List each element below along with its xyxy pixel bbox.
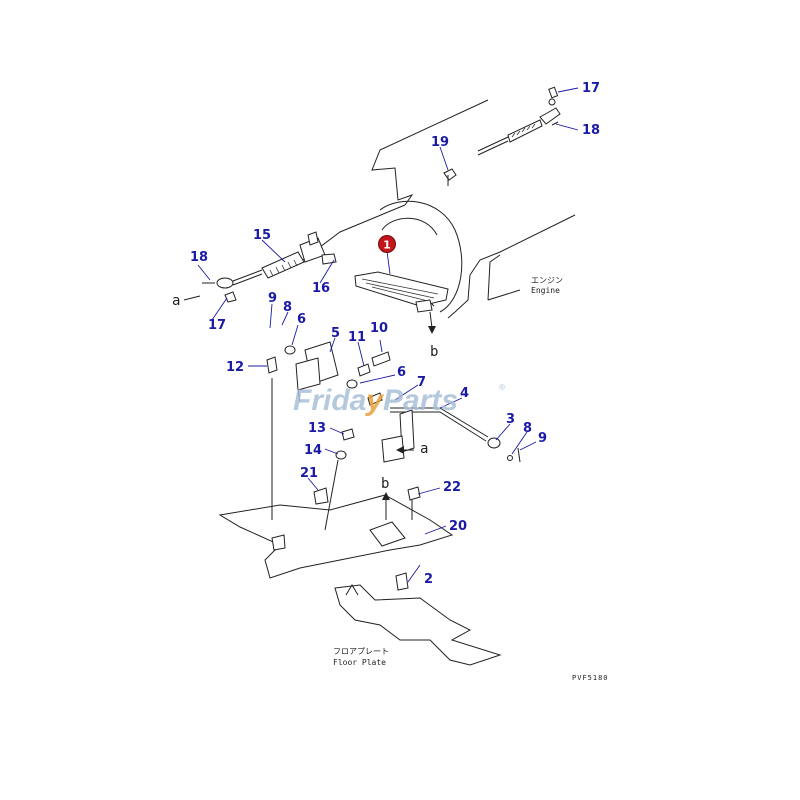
callout-7[interactable]: 7 <box>417 375 426 390</box>
reference-letters: a b a b <box>172 293 438 492</box>
highlighted-part-badge[interactable]: 1 <box>378 235 396 253</box>
rod-and-bracket <box>367 392 521 463</box>
callout-13[interactable]: 13 <box>308 421 326 436</box>
svg-text:1: 1 <box>383 239 391 252</box>
callout-2[interactable]: 2 <box>424 572 433 587</box>
svg-text:®: ® <box>498 383 506 392</box>
drawing-code: PVF5180 <box>572 674 609 682</box>
ref-letter-b: b <box>381 476 389 492</box>
callout-4[interactable]: 4 <box>460 386 469 401</box>
callout-10[interactable]: 10 <box>370 321 388 336</box>
callout-numbers: 2 3 4 5 6 6 7 8 8 9 9 10 11 12 13 14 15 … <box>190 81 600 587</box>
callout-17[interactable]: 17 <box>208 318 226 333</box>
callout-22[interactable]: 22 <box>443 480 461 495</box>
leader-lines <box>197 87 579 583</box>
engine-label-jp: エンジン <box>531 276 563 285</box>
callout-9[interactable]: 9 <box>538 431 547 446</box>
callout-9[interactable]: 9 <box>268 291 277 306</box>
callout-5[interactable]: 5 <box>331 326 340 341</box>
callout-12[interactable]: 12 <box>226 360 244 375</box>
callout-8[interactable]: 8 <box>283 300 292 315</box>
callout-20[interactable]: 20 <box>449 519 467 534</box>
accelerator-pedal <box>354 271 449 313</box>
callout-6[interactable]: 6 <box>297 312 306 327</box>
callout-18[interactable]: 18 <box>190 250 208 265</box>
reference-arrows <box>183 295 436 520</box>
svg-text:FridayParts: FridayParts <box>293 384 458 417</box>
callout-16[interactable]: 16 <box>312 281 330 296</box>
floor-plate-label-jp: フロアプレート <box>333 647 389 656</box>
callout-15[interactable]: 15 <box>253 228 271 243</box>
ref-letter-a: a <box>420 441 428 457</box>
callout-11[interactable]: 11 <box>348 330 366 345</box>
watermark: FridayParts ® <box>293 383 506 417</box>
floor-plate <box>218 494 502 666</box>
component-labels: エンジン Engine フロアプレート Floor Plate PVF5180 <box>333 276 609 682</box>
lower-throttle-cable <box>202 231 337 303</box>
upper-throttle-cable <box>443 86 561 186</box>
callout-14[interactable]: 14 <box>304 443 322 458</box>
pedal-linkage <box>266 341 391 520</box>
callout-3[interactable]: 3 <box>506 412 515 427</box>
ref-letter-b: b <box>430 344 438 360</box>
callout-21[interactable]: 21 <box>300 466 318 481</box>
floor-plate-label-en: Floor Plate <box>333 658 386 667</box>
callout-19[interactable]: 19 <box>431 135 449 150</box>
fasteners <box>313 428 421 531</box>
engine-label-en: Engine <box>531 286 560 295</box>
callout-17[interactable]: 17 <box>582 81 600 96</box>
engine-body <box>299 99 576 319</box>
callout-18[interactable]: 18 <box>582 123 600 138</box>
callout-6[interactable]: 6 <box>397 365 406 380</box>
callout-8[interactable]: 8 <box>523 421 532 436</box>
ref-letter-a: a <box>172 293 180 309</box>
